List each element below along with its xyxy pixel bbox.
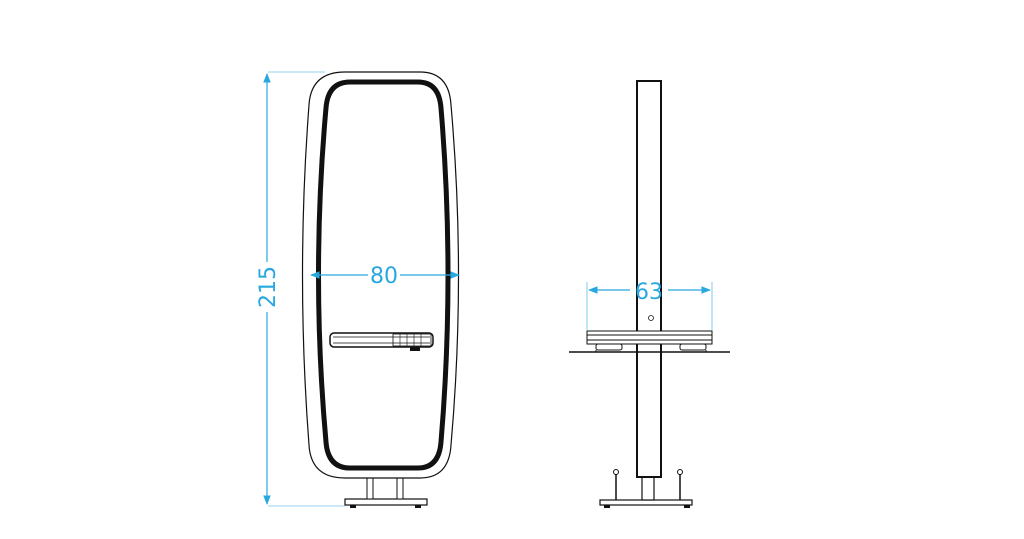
- side-base-plate: [599, 499, 693, 506]
- depth-dimension-label: 63: [635, 280, 663, 305]
- side-column: [636, 80, 662, 478]
- side-lower-pole: [641, 475, 655, 501]
- width-dimension-label: 80: [370, 264, 398, 289]
- front-base-plate: [344, 498, 428, 506]
- side-shelf: [569, 315, 730, 353]
- front-view: 80 215: [256, 71, 460, 508]
- front-base-foot-right: [415, 505, 421, 508]
- height-dimension: 215: [256, 71, 345, 507]
- front-shelf: [329, 332, 434, 351]
- height-dimension-label: 215: [256, 266, 281, 308]
- mirror-inner-frame: [316, 79, 451, 471]
- depth-dimension: 63: [586, 280, 713, 330]
- width-dimension: 80: [310, 264, 460, 289]
- side-view: 63: [569, 80, 730, 508]
- front-base-foot-left: [350, 505, 356, 508]
